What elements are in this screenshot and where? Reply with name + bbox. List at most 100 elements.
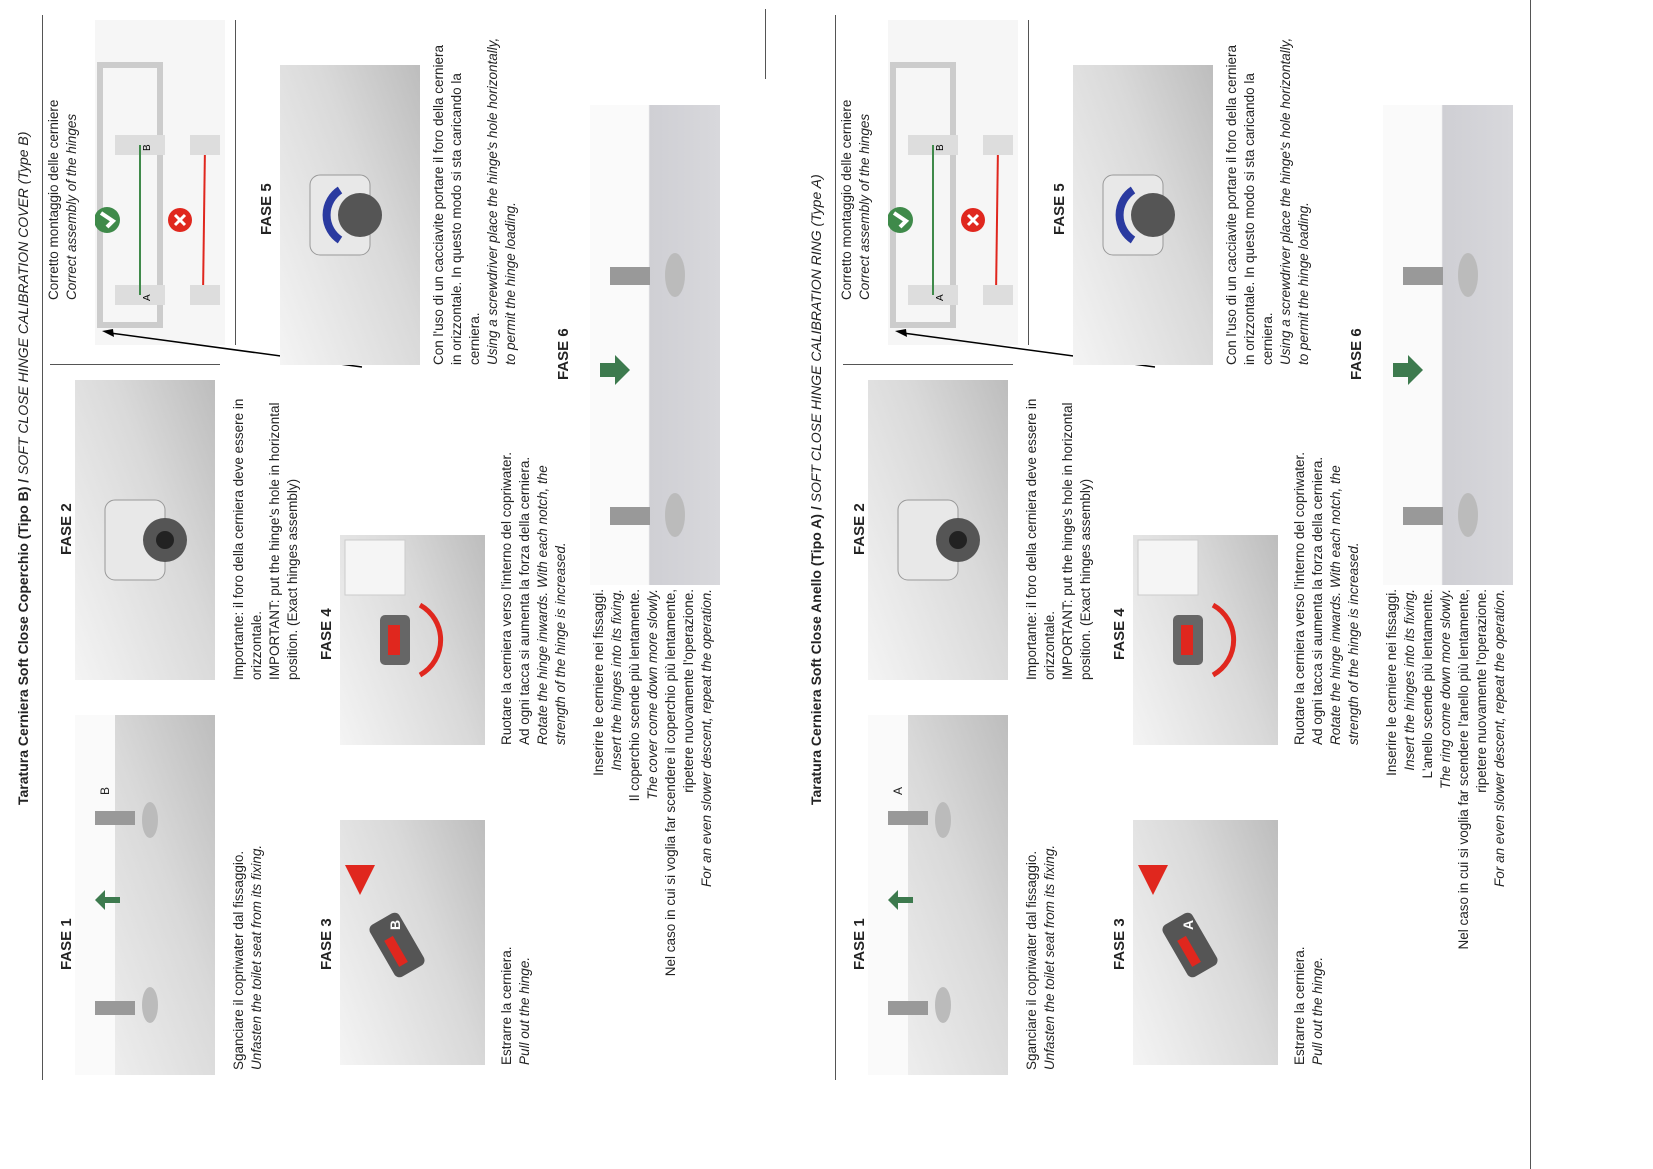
fase4-image bbox=[340, 535, 485, 745]
section-type-b: Taratura Cerniera Soft Close Coperchio (… bbox=[0, 0, 770, 1169]
fase5-italian: Con l'uso di un cacciavite portare il fo… bbox=[431, 45, 482, 365]
marker-a: A bbox=[935, 294, 946, 301]
fase6-label: FASE 6 bbox=[1348, 328, 1365, 380]
title-italian: Taratura Cerniera Soft Close Anello (Tip… bbox=[808, 502, 824, 805]
fase2-english: IMPORTANT: put the hinge's hole in horiz… bbox=[267, 402, 300, 680]
fase5-text: Con l'uso di un cacciavite portare il fo… bbox=[430, 5, 520, 365]
check-icon bbox=[888, 207, 913, 233]
fase2-image bbox=[868, 380, 1008, 680]
fase1-label: FASE 1 bbox=[58, 918, 75, 970]
fase4-image bbox=[1133, 535, 1278, 745]
title-english: SOFT CLOSE HINGE CALIBRATION COVER (Type… bbox=[15, 131, 31, 475]
page-divider bbox=[765, 9, 766, 79]
fase1-image: A bbox=[868, 715, 1008, 1075]
assembly-italian: Corretto montaggio delle cerniere bbox=[46, 99, 61, 300]
fase4-italian: Ruotare la cerniera verso l'interno del … bbox=[499, 452, 532, 745]
marker-a: A bbox=[142, 294, 153, 301]
fase3-label: FASE 3 bbox=[318, 918, 335, 970]
fase4-text: Ruotare la cerniera verso l'interno del … bbox=[498, 405, 570, 745]
fase6-line: Inserire le cerniere nei fissaggi. bbox=[1384, 589, 1399, 776]
fase1-italian: Sganciare il copriwater dal fissaggio. bbox=[1024, 850, 1039, 1070]
fase3-image: A bbox=[1133, 820, 1278, 1065]
fase6-image bbox=[590, 105, 720, 585]
assembly-english: Correct assembly of the hinges bbox=[857, 113, 872, 300]
fase6-line: For an even slower descent, repeat the o… bbox=[699, 589, 714, 887]
fase6-line: Insert the hinges into its fixing. bbox=[1402, 589, 1417, 771]
assembly-italian: Corretto montaggio delle cerniere bbox=[839, 99, 854, 300]
fase2-italian: Importante: il foro della cerniera deve … bbox=[1024, 398, 1057, 680]
fase6-line: The ring come down more slowly. bbox=[1438, 589, 1453, 790]
fase3-english: Pull out the hinge. bbox=[1310, 956, 1325, 1065]
fase6-text: Inserire le cerniere nei fissaggi.Insert… bbox=[1383, 589, 1509, 1069]
fase4-label: FASE 4 bbox=[1111, 608, 1128, 660]
fase2-text: Importante: il foro della cerniera deve … bbox=[1023, 360, 1095, 680]
page-divider bbox=[1530, 0, 1531, 1169]
fase6-line: The cover come down more slowly. bbox=[645, 589, 660, 800]
check-icon bbox=[95, 207, 120, 233]
divider bbox=[1028, 20, 1029, 345]
fase3-text: Estrarre la cerniera.Pull out the hinge. bbox=[1291, 765, 1327, 1065]
fase6-text: Inserire le cerniere nei fissaggi.Insert… bbox=[590, 589, 716, 1069]
title-italian: Taratura Cerniera Soft Close Coperchio (… bbox=[15, 474, 31, 805]
hinge-marker: A bbox=[891, 787, 905, 795]
fase1-label: FASE 1 bbox=[851, 918, 868, 970]
divider bbox=[835, 15, 836, 1080]
fase4-text: Ruotare la cerniera verso l'interno del … bbox=[1291, 405, 1363, 745]
divider bbox=[235, 20, 236, 345]
fase1-english: Unfasten the toilet seat from its fixing… bbox=[249, 844, 264, 1070]
fase6-line: Il coperchio scende più lentamente. bbox=[627, 589, 642, 802]
assembly-english: Correct assembly of the hinges bbox=[64, 113, 79, 300]
fase4-italian: Ruotare la cerniera verso l'interno del … bbox=[1292, 452, 1325, 745]
fase5-text: Con l'uso di un cacciavite portare il fo… bbox=[1223, 5, 1313, 365]
fase6-line: Nel caso in cui si voglia far scendere l… bbox=[1456, 589, 1489, 950]
fase5-label: FASE 5 bbox=[258, 183, 275, 235]
fase2-italian: Importante: il foro della cerniera deve … bbox=[231, 398, 264, 680]
fase5-english: Using a screwdriver place the hinge's ho… bbox=[485, 37, 518, 365]
fase3-italian: Estrarre la cerniera. bbox=[499, 946, 514, 1065]
fase6-label: FASE 6 bbox=[555, 328, 572, 380]
hinge-marker: B bbox=[387, 920, 403, 930]
hinge-marker: A bbox=[1180, 920, 1196, 930]
fase5-image bbox=[280, 65, 420, 365]
section-title: Taratura Cerniera Soft Close Anello (Tip… bbox=[808, 174, 824, 805]
fase3-english: Pull out the hinge. bbox=[517, 956, 532, 1065]
fase6-line: For an even slower descent, repeat the o… bbox=[1492, 589, 1507, 887]
divider bbox=[42, 15, 43, 1080]
fase4-label: FASE 4 bbox=[318, 608, 335, 660]
fase6-image bbox=[1383, 105, 1513, 585]
fase4-english: Rotate the hinge inwards. With each notc… bbox=[535, 465, 568, 745]
marker-b: B bbox=[142, 144, 153, 151]
fase5-label: FASE 5 bbox=[1051, 183, 1068, 235]
fase3-italian: Estrarre la cerniera. bbox=[1292, 946, 1307, 1065]
title-english: SOFT CLOSE HINGE CALIBRATION RING (Type … bbox=[808, 174, 824, 503]
marker-b: B bbox=[935, 144, 946, 151]
fase2-image bbox=[75, 380, 215, 680]
fase2-label: FASE 2 bbox=[851, 503, 868, 555]
fase3-text: Estrarre la cerniera.Pull out the hinge. bbox=[498, 765, 534, 1065]
fase2-english: IMPORTANT: put the hinge's hole in horiz… bbox=[1060, 402, 1093, 680]
fase3-label: FASE 3 bbox=[1111, 918, 1128, 970]
fase1-image: B bbox=[75, 715, 215, 1075]
fase5-image bbox=[1073, 65, 1213, 365]
fase6-line: Insert the hinges into its fixing. bbox=[609, 589, 624, 771]
section-type-a: Taratura Cerniera Soft Close Anello (Tip… bbox=[793, 0, 1563, 1169]
fase1-italian: Sganciare il copriwater dal fissaggio. bbox=[231, 850, 246, 1070]
fase6-line: L'anello scende più lentamente. bbox=[1420, 589, 1435, 779]
fase6-line: Inserire le cerniere nei fissaggi. bbox=[591, 589, 606, 776]
fase6-line: Nel caso in cui si voglia far scendere i… bbox=[663, 589, 696, 977]
hinge-marker: B bbox=[98, 787, 112, 795]
fase1-english: Unfasten the toilet seat from its fixing… bbox=[1042, 844, 1057, 1070]
fase1-text: Sganciare il copriwater dal fissaggio.Un… bbox=[230, 730, 266, 1070]
fase2-label: FASE 2 bbox=[58, 503, 75, 555]
fase2-text: Importante: il foro della cerniera deve … bbox=[230, 360, 302, 680]
fase5-italian: Con l'uso di un cacciavite portare il fo… bbox=[1224, 45, 1275, 365]
fase3-image: B bbox=[340, 820, 485, 1065]
fase5-english: Using a screwdriver place the hinge's ho… bbox=[1278, 37, 1311, 365]
fase4-english: Rotate the hinge inwards. With each notc… bbox=[1328, 465, 1361, 745]
section-title: Taratura Cerniera Soft Close Coperchio (… bbox=[15, 132, 31, 805]
